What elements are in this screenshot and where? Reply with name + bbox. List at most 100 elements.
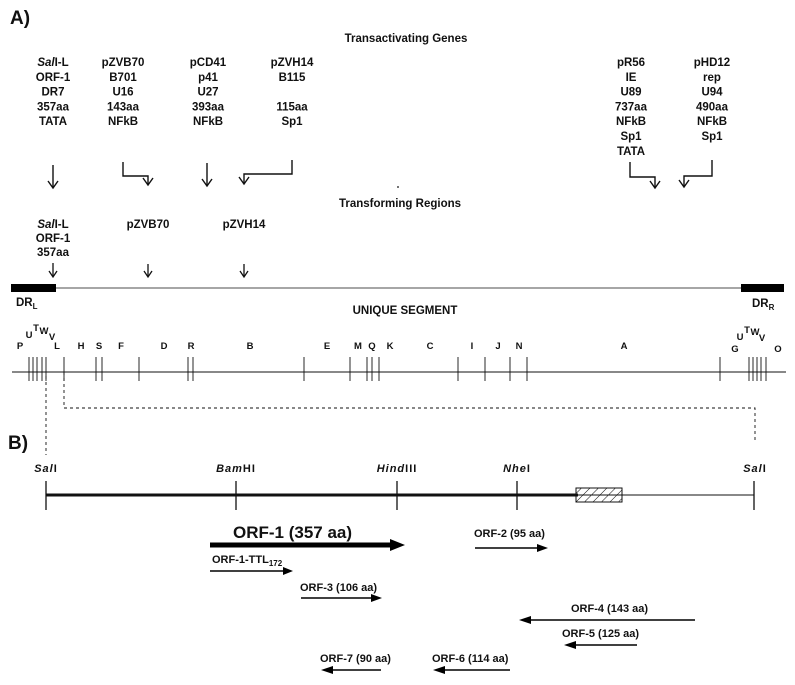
transactivating-gene-3-line-4: Sp1 bbox=[281, 116, 303, 128]
transactivating-gene-4-line-4: NFkB bbox=[616, 116, 646, 128]
fragment-label-17: I bbox=[471, 341, 474, 352]
transforming-region-0-line-2: 357aa bbox=[37, 247, 70, 259]
transactivating-gene-list: SalI-LORF-1DR7357aaTATApZVB70B701U16143a… bbox=[36, 57, 730, 158]
arrow-phd12 bbox=[683, 160, 713, 186]
orf-2-arrow-head bbox=[537, 544, 548, 552]
orf-1-arrow-head bbox=[390, 539, 405, 551]
fragment-label-23: T bbox=[744, 325, 750, 336]
fragment-ticks bbox=[28, 357, 767, 381]
transactivating-gene-2-line-2: U27 bbox=[197, 87, 218, 99]
restriction-site-label-3: NheI bbox=[503, 463, 531, 475]
transactivating-gene-0-line-1: ORF-1 bbox=[36, 72, 71, 84]
fragment-label-6: H bbox=[78, 341, 85, 352]
fragment-label-1: U bbox=[26, 330, 33, 341]
transactivating-gene-0-line-0: SalI-L bbox=[37, 57, 68, 69]
orf-1-ttl-arrow-head bbox=[283, 567, 293, 575]
transactivating-gene-5-line-5: Sp1 bbox=[701, 131, 723, 143]
fragment-label-3: W bbox=[40, 326, 49, 337]
fragment-label-24: W bbox=[751, 327, 760, 338]
transactivating-gene-0-line-3: 357aa bbox=[37, 101, 70, 113]
expansion-lines bbox=[45, 372, 756, 455]
fragment-label-16: C bbox=[427, 341, 434, 352]
orf-3-label: ORF-3 (106 aa) bbox=[300, 582, 377, 594]
dr-left-label: DRL bbox=[16, 297, 38, 311]
transactivating-genes-title: Transactivating Genes bbox=[345, 33, 468, 45]
panel-a-label: A) bbox=[10, 8, 30, 29]
fragment-label-25: V bbox=[759, 333, 766, 344]
transactivating-gene-2-line-0: pCD41 bbox=[190, 57, 227, 69]
fragment-label-12: E bbox=[324, 341, 330, 352]
arrow-head-phd12 bbox=[678, 179, 690, 189]
transactivating-gene-4-line-3: 737aa bbox=[615, 101, 648, 113]
fragment-label-19: N bbox=[516, 341, 523, 352]
transforming-region-1-line-0: pZVB70 bbox=[127, 219, 170, 231]
transforming-region-list: SalI-L ORF-1 357aa pZVB70 pZVH14 bbox=[36, 219, 266, 259]
dr-right-label: DRR bbox=[752, 298, 775, 312]
orf-arrows: ORF-1 (357 aa) ORF-1-TTL172 ORF-2 (95 aa… bbox=[210, 523, 695, 674]
transactivating-gene-1-line-0: pZVB70 bbox=[102, 57, 145, 69]
tr-arrow-head-pzvb70 bbox=[143, 270, 153, 279]
orf-5-label: ORF-5 (125 aa) bbox=[562, 628, 639, 640]
transactivating-gene-2-line-4: NFkB bbox=[193, 116, 223, 128]
arrow-pzvh14 bbox=[243, 160, 293, 183]
transforming-region-0-line-0: SalI-L bbox=[37, 219, 68, 231]
orf-1-ttl-label: ORF-1-TTL172 bbox=[212, 554, 283, 568]
arrow-head-pzvh14 bbox=[238, 176, 250, 186]
transactivating-gene-5-line-3: 490aa bbox=[696, 101, 729, 113]
transactivating-gene-3-line-3: 115aa bbox=[276, 101, 308, 113]
transactivating-gene-1-line-3: 143aa bbox=[107, 101, 140, 113]
fragment-label-13: M bbox=[354, 341, 362, 352]
transactivating-gene-2-line-3: 393aa bbox=[192, 101, 225, 113]
fragment-label-7: S bbox=[96, 341, 102, 352]
arrow-head-pr56 bbox=[649, 180, 661, 190]
fragment-label-11: B bbox=[247, 341, 254, 352]
orf-2-label: ORF-2 (95 aa) bbox=[474, 528, 545, 540]
transactivating-arrows bbox=[47, 160, 713, 190]
expansion-dashed-right bbox=[63, 372, 756, 440]
transactivating-gene-4-line-5: Sp1 bbox=[620, 131, 642, 143]
transactivating-gene-3-line-1: B115 bbox=[279, 72, 306, 84]
transactivating-gene-5-line-0: pHD12 bbox=[694, 57, 730, 69]
transactivating-gene-0-line-4: TATA bbox=[39, 116, 67, 128]
transactivating-gene-4-line-0: pR56 bbox=[617, 57, 645, 69]
transactivating-gene-3-line-0: pZVH14 bbox=[271, 57, 314, 69]
transactivating-gene-1-line-2: U16 bbox=[112, 87, 133, 99]
orf-3-arrow-head bbox=[371, 594, 382, 602]
fragment-label-22: U bbox=[737, 332, 744, 343]
transactivating-gene-2-line-1: p41 bbox=[198, 72, 218, 84]
transforming-arrows bbox=[48, 263, 249, 279]
orf-1-label: ORF-1 (357 aa) bbox=[233, 523, 352, 542]
orf-7-label: ORF-7 (90 aa) bbox=[320, 653, 391, 665]
arrow-head-sali-l bbox=[47, 180, 59, 190]
restriction-site-label-2: HindIII bbox=[377, 463, 418, 475]
transactivating-gene-0-line-2: DR7 bbox=[41, 87, 64, 99]
fragment-label-5: L bbox=[54, 341, 60, 352]
transactivating-gene-5-line-2: U94 bbox=[701, 87, 723, 99]
dr-left-box bbox=[11, 284, 56, 292]
hatched-box bbox=[575, 487, 623, 503]
tr-arrow-head-sali-l bbox=[48, 270, 58, 279]
transforming-region-0-line-1: ORF-1 bbox=[36, 233, 71, 245]
fragment-label-4: V bbox=[49, 332, 56, 343]
fragment-label-10: R bbox=[188, 341, 195, 352]
fragment-label-20: A bbox=[621, 341, 628, 352]
restriction-site-label-1: BamHI bbox=[216, 463, 256, 475]
orf-5-arrow-head bbox=[564, 641, 576, 649]
fragment-label-0: P bbox=[17, 341, 24, 352]
tr-arrow-head-pzvh14 bbox=[239, 270, 249, 279]
arrow-pzvb70 bbox=[122, 162, 149, 184]
orf-6-arrow-head bbox=[433, 666, 445, 674]
orf-4-label: ORF-4 (143 aa) bbox=[571, 603, 648, 615]
transforming-regions-title: Transforming Regions bbox=[339, 198, 461, 210]
restriction-site-label-0: SalI bbox=[34, 463, 58, 475]
fragment-label-15: K bbox=[387, 341, 394, 352]
transforming-region-2-line-0: pZVH14 bbox=[223, 219, 266, 231]
fragment-label-2: T bbox=[33, 323, 39, 334]
orf-6-label: ORF-6 (114 aa) bbox=[432, 653, 509, 665]
genome-line bbox=[11, 284, 784, 292]
transactivating-gene-5-line-4: NFkB bbox=[697, 116, 727, 128]
panel-b-label: B) bbox=[8, 433, 28, 454]
